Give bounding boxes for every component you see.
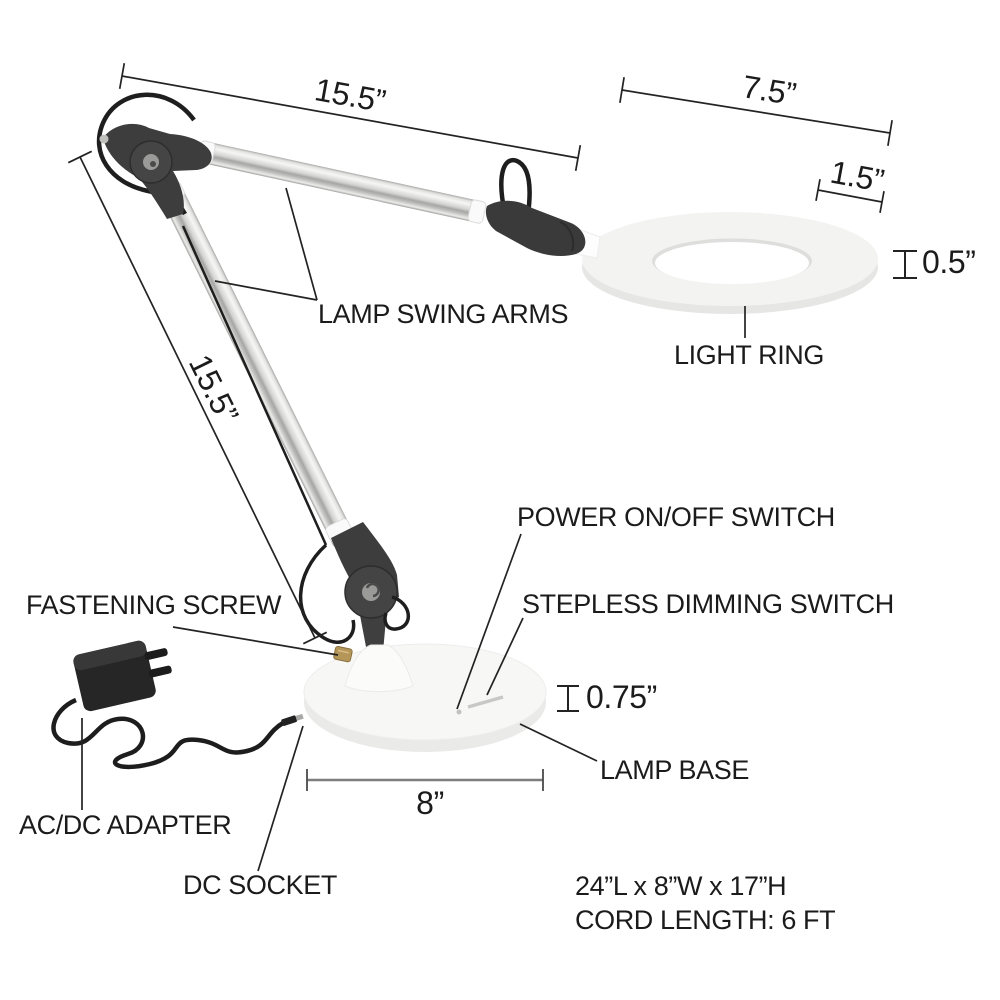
head-cord-loop [499, 157, 532, 215]
power-switch-label: POWER ON/OFF SWITCH [517, 502, 835, 532]
lamp-swing-arms-label: LAMP SWING ARMS [318, 299, 569, 329]
dim-ring-thickness-ibeam [893, 250, 917, 279]
leader-dimming-switch [486, 617, 524, 696]
base-switches [456, 695, 504, 715]
dim-upper-arm-line [118, 63, 582, 171]
dimming-switch-label: STEPLESS DIMMING SWITCH [522, 589, 894, 619]
leader-dc-socket [257, 725, 304, 872]
dim-ring-width-line [815, 179, 885, 213]
base-cone [344, 644, 414, 693]
dim-base-thickness: 0.75” [586, 679, 657, 715]
dim-base-diameter-line [306, 769, 544, 791]
upper-swing-arm [196, 140, 487, 224]
leader-fastening-screw [172, 626, 339, 656]
dc-plug [281, 713, 304, 726]
light-ring-graphic [582, 212, 878, 314]
dimming-slider-mark [467, 695, 504, 709]
top-arm-joint [99, 123, 212, 219]
fastening-screw-graphic [333, 645, 353, 663]
power-switch-dot [456, 709, 462, 715]
light-ring-label: LIGHT RING [673, 340, 825, 370]
dim-ring-diameter-line [619, 77, 893, 146]
dim-ring-thickness: 0.5” [922, 244, 976, 280]
lamp-base-label: LAMP BASE [600, 755, 749, 785]
leader-lamp-base [519, 723, 598, 762]
dim-base-thickness-ibeam [557, 685, 579, 712]
ac-dc-adapter-graphic [51, 640, 304, 770]
dc-socket-label: DC SOCKET [183, 870, 337, 900]
cord-length-spec: CORD LENGTH: 6 FT [575, 905, 836, 935]
fastening-screw-label: FASTENING SCREW [26, 590, 282, 620]
adapter-cord [51, 697, 285, 770]
dim-lower-arm-line [67, 150, 328, 645]
lamp-head-grip [485, 200, 601, 259]
leader-lamp-swing-arms [214, 187, 318, 301]
base-arm-joint [331, 522, 399, 652]
arm-cord [181, 225, 410, 644]
dimension-lines [67, 63, 917, 791]
dim-base-diameter: 8” [416, 785, 444, 822]
ac-dc-adapter-label: AC/DC ADAPTER [19, 810, 232, 840]
overall-size-spec: 24”L x 8”W x 17”H [575, 871, 787, 901]
leader-lines [81, 187, 746, 872]
leader-power-switch [456, 533, 522, 710]
